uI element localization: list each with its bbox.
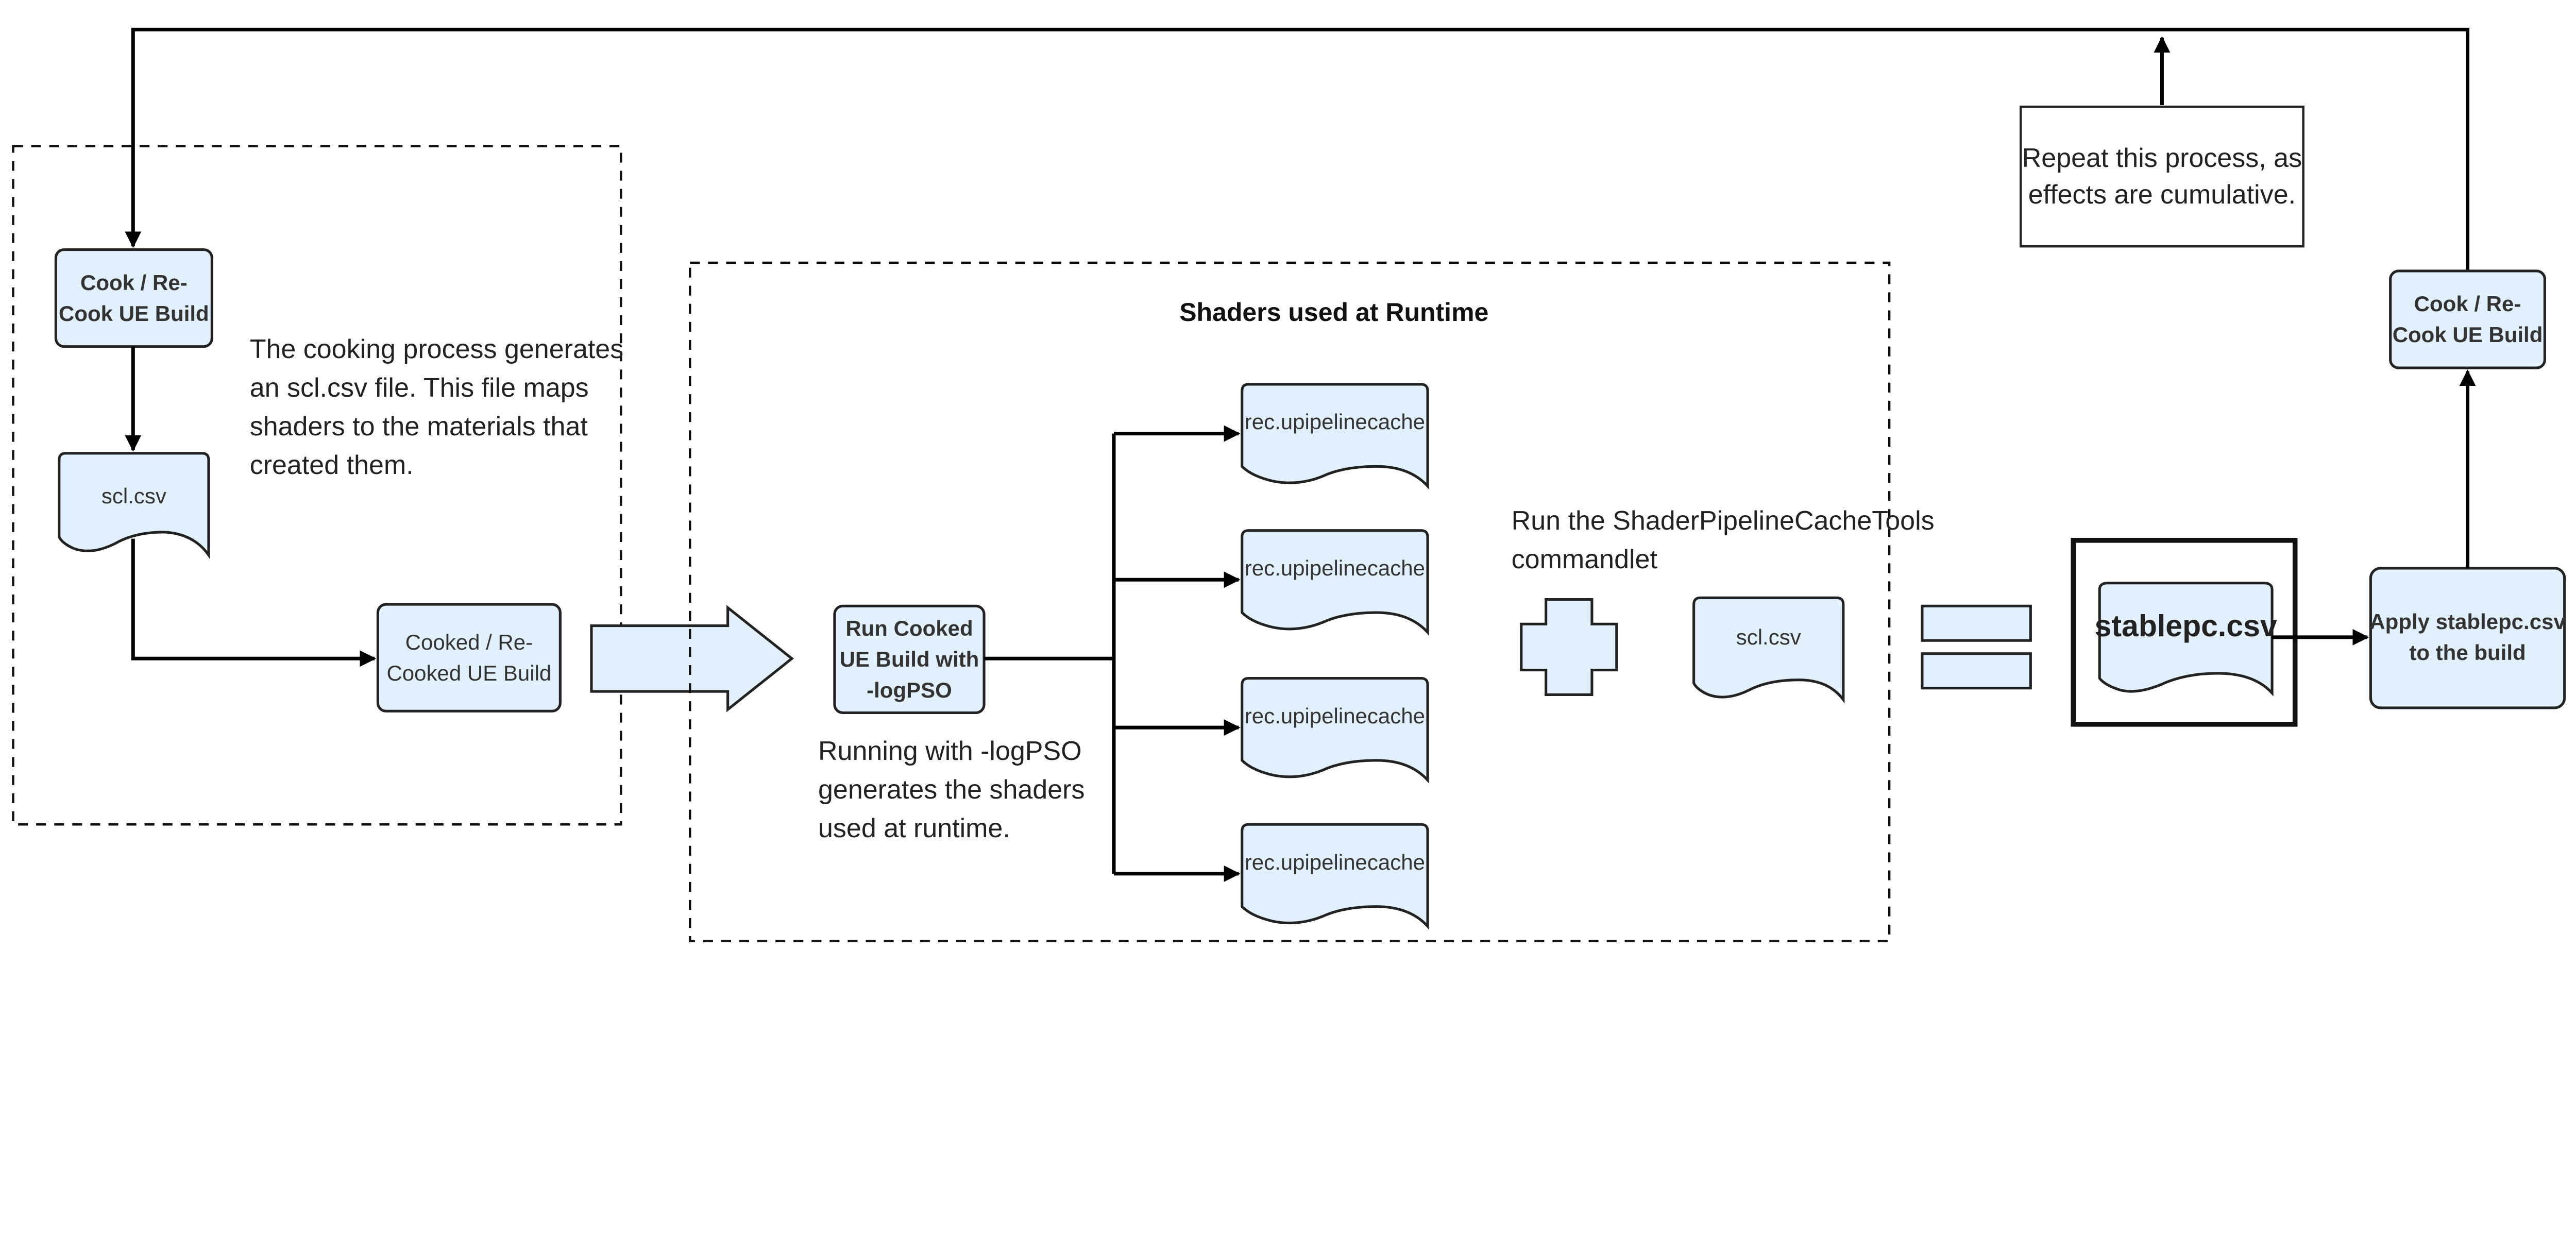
cook-box-left-line: Cook UE Build [59,301,209,326]
repeat-note: Repeat this process, as effects are cumu… [2021,107,2303,246]
run-note-line: Running with -logPSO [818,736,1082,766]
runtime-group-title-text: Shaders used at Runtime [1179,297,1489,327]
result-frame [2071,537,2298,727]
cook-box-right-line: Cook / Re- [2414,292,2521,316]
run-box-line: UE Build with [839,647,979,671]
runtime-group-frame [689,261,1891,942]
rec-doc-shape [1241,529,1429,636]
run-box: Run Cooked UE Build with -logPSO [835,606,984,713]
scl-doc-left: scl.csv [59,468,209,524]
scl-doc-runtime-label: scl.csv [1736,624,1801,649]
tool-note: Run the ShaderPipelineCacheTools command… [1512,506,1935,574]
rec-doc-label: rec.upipelinecache [1244,555,1425,580]
plus-icon [1520,598,1618,696]
branch-connector [984,433,1116,874]
run-note-line: used at runtime. [818,813,1010,843]
stablepc-doc-shape [2098,582,2274,697]
cook-group-frame [12,145,622,826]
rec-doc-label: rec.upipelinecache [1244,410,1425,434]
rec-doc-shape [1241,676,1429,784]
scl-doc-left-shape [58,452,210,559]
cooking-note-line: shaders to the materials that [249,411,588,442]
apply-box: Apply stablepc.csv to the build [2369,591,2566,684]
repeat-note-line: effects are cumulative. [2028,179,2296,210]
runtime-group-title: Shaders used at Runtime [986,296,1682,329]
cooking-note: The cooking process generates an scl.csv… [249,334,624,480]
run-note: Running with -logPSO generates the shade… [818,736,1097,843]
cooked-box-line: Cooked UE Build [386,660,552,685]
cook-box-right-shape [2389,269,2546,369]
cook-box-left-line: Cook / Re- [80,270,188,295]
rec-doc: rec.upipelinecache [1242,401,1428,444]
rec-doc-label: rec.upipelinecache [1244,703,1425,728]
stablepc-doc-label: stablepc.csv [2094,608,2277,643]
loop-connector [125,27,2470,271]
rec-doc-label: rec.upipelinecache [1244,850,1425,874]
scl-doc-runtime-shape [1692,596,1845,704]
cooking-note-line: an scl.csv file. This file maps [249,372,589,403]
arrow-scl-to-cooked [131,538,377,667]
rec-doc-shape [1241,383,1429,490]
tool-note-line: Run the ShaderPipelineCacheTools [1511,505,1935,536]
pso-cache-diagram: Cook / Re- Cook UE Build scl.csv Cooked … [12,27,2566,942]
cooking-note-line: created them. [249,450,414,480]
diagram-shapes [12,27,2566,942]
rec-doc: rec.upipelinecache [1242,841,1428,884]
cook-box-right-line: Cook UE Build [2392,323,2543,347]
cook-box-left: Cook / Re- Cook UE Build [56,250,212,347]
equals-icon-bottom [1921,652,2032,690]
rec-doc: rec.upipelinecache [1242,547,1428,590]
scl-doc-left-label: scl.csv [101,483,166,508]
rec-doc: rec.upipelinecache [1242,694,1428,737]
tool-note-line: commandlet [1511,544,1657,574]
equals-icon-top [1921,604,2032,642]
big-flow-arrow [590,605,794,713]
cooked-box-line: Cooked / Re- [405,630,533,654]
cooked-box: Cooked / Re- Cooked UE Build [378,604,560,711]
run-note-line: generates the shaders [818,774,1085,805]
cooking-note-line: The cooking process generates [249,334,624,364]
run-box-line: -logPSO [867,677,952,702]
scl-doc-runtime: scl.csv [1694,614,1843,660]
repeat-note-line: Repeat this process, as [2022,143,2302,173]
apply-box-line: to the build [2409,640,2526,665]
cook-box-right: Cook / Re- Cook UE Build [2391,271,2545,368]
run-box-line: Run Cooked [845,616,973,640]
cooked-box-shape [376,603,562,713]
repeat-note-shape [2019,105,2304,248]
rec-doc-shape [1241,823,1429,930]
apply-box-line: Apply stablepc.csv [2369,609,2566,634]
stablepc-doc: stablepc.csv [2095,601,2277,651]
